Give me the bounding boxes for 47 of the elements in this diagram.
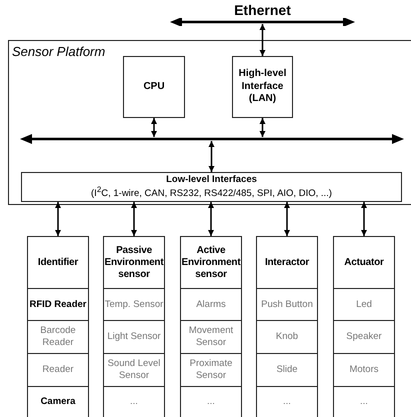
device-entry: ... — [256, 386, 318, 416]
interface-box — [21, 172, 402, 202]
connector-arrow — [260, 24, 266, 56]
device-entry: ... — [180, 386, 242, 416]
device-entry: Camera — [27, 386, 89, 416]
connector-arrow — [131, 202, 137, 236]
column-heading: Active Environment sensor — [181, 244, 241, 282]
device-entry: Push Button — [256, 288, 318, 320]
device-column — [333, 236, 395, 417]
column-heading: Passive Environment sensor — [104, 244, 164, 282]
bus-label: Ethernet — [233, 2, 292, 18]
device-entry: Proximate Sensor — [180, 353, 242, 386]
device-entry: Motors — [333, 353, 395, 386]
interface-text: (I$^{2}$C, 1-wire, CAN, RS232, RS422/485, SPI, AIO, DIO, ...) — [91, 185, 332, 200]
device-entry: Sound Level Sensor — [103, 353, 165, 386]
connector-arrow — [260, 118, 266, 137]
device-entry: Barcode Reader — [27, 320, 89, 353]
component-box: CPU — [123, 56, 185, 118]
device-entry: Slide — [256, 353, 318, 386]
device-entry: Light Sensor — [103, 320, 165, 353]
device-column — [180, 236, 242, 417]
connector-arrow — [208, 141, 214, 172]
device-entry: ... — [333, 386, 395, 416]
interface-text: Low-level Interfaces — [166, 174, 257, 186]
connector-arrow — [284, 202, 290, 236]
device-entry: Reader — [27, 353, 89, 386]
connector-arrow — [151, 118, 157, 137]
device-entry: RFID Reader — [27, 288, 89, 320]
device-entry: Knob — [256, 320, 318, 353]
device-entry: Alarms — [180, 288, 242, 320]
device-column — [27, 236, 89, 417]
device-entry: Speaker — [333, 320, 395, 353]
device-entry: Temp. Sensor — [103, 288, 165, 320]
device-entry: ... — [103, 386, 165, 416]
column-heading: Interactor — [264, 256, 310, 270]
component-box: High-level Interface (LAN) — [232, 56, 293, 118]
column-heading: Actuator — [343, 256, 385, 270]
device-column — [103, 236, 165, 417]
connector-arrow — [208, 202, 214, 236]
device-column — [256, 236, 318, 417]
column-heading: Identifier — [36, 256, 80, 270]
device-entry: Movement Sensor — [180, 320, 242, 353]
connector-arrow — [361, 202, 367, 236]
device-entry: Led — [333, 288, 395, 320]
connector-arrow — [55, 202, 61, 236]
platform-frame — [8, 40, 411, 205]
platform-title: Sensor Platform — [12, 44, 106, 59]
